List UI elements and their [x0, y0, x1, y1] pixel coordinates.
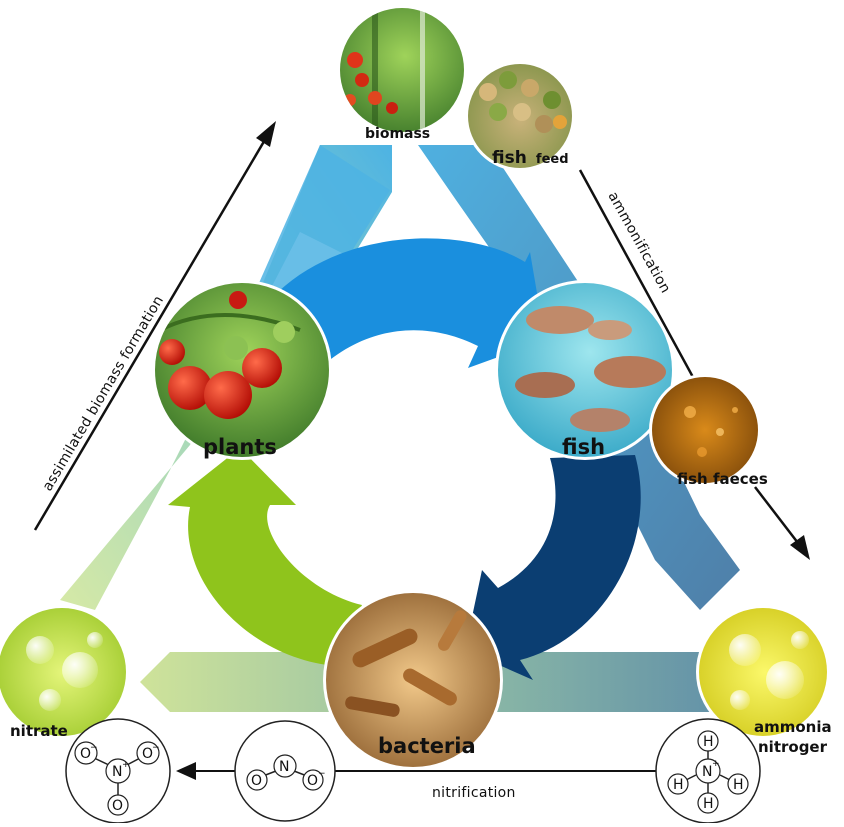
fish-feed-label-fish: fish — [492, 148, 527, 168]
ammonium-h2-atom: H — [673, 777, 684, 793]
nitrate-o1-atom: O — [80, 746, 91, 762]
nitrite-molecule-icon: N O O − — [234, 720, 336, 822]
arrow-plants-to-fish — [278, 238, 545, 370]
plants-label: plants — [203, 435, 277, 459]
ammonium-h1-atom: H — [703, 734, 714, 750]
nitrate-o2-charge: − — [152, 743, 160, 753]
biomass-photo — [338, 6, 466, 134]
nitrate-o2-atom: O — [142, 746, 153, 762]
assimilation-label: assimilated biomass formation — [40, 293, 167, 494]
nitrate-label: nitrate — [10, 722, 68, 740]
nitrite-o2-atom: O — [307, 773, 318, 789]
ammonification-arrow — [578, 169, 810, 560]
nitrate-photo — [0, 605, 129, 739]
fish-faeces-label: fish faeces — [677, 470, 768, 488]
fish-feed-label-feed: feed — [536, 152, 569, 167]
ammonia-photo — [696, 605, 830, 739]
nitrite-n-atom: N — [279, 759, 289, 775]
bacteria-photo — [323, 590, 503, 770]
fish-faeces-photo — [649, 374, 761, 486]
biomass-label: biomass — [365, 126, 430, 142]
fish-feed-label: fish feed — [492, 148, 569, 168]
triangle-band-left — [60, 145, 392, 610]
fish-feed-photo — [465, 61, 575, 171]
nitrate-n-charge: + — [122, 760, 130, 770]
ammonia-label-line2: nitroger — [758, 738, 828, 756]
nitrification-arrow — [176, 762, 660, 780]
ammonium-h3-atom: H — [733, 777, 744, 793]
nitrite-o1-atom: O — [251, 773, 262, 789]
ammonium-n-atom: N — [702, 764, 712, 780]
arrow-fish-to-bacteria — [465, 455, 641, 680]
plants-photo — [152, 280, 332, 460]
ammonium-h4-atom: H — [703, 796, 714, 812]
nitrate-n-atom: N — [112, 764, 122, 780]
nitrate-o3-atom: O — [112, 798, 123, 814]
fish-photo — [495, 280, 675, 460]
ammonium-molecule-icon: N + H H H H — [655, 718, 761, 824]
nitrate-o1-charge: − — [90, 743, 98, 753]
nitrite-o2-charge: − — [318, 769, 326, 779]
ammonia-label-line1: ammonia — [754, 718, 832, 736]
fish-label: fish — [562, 435, 605, 459]
arrow-bacteria-to-plants — [168, 448, 362, 666]
ammonium-n-charge: + — [712, 759, 720, 769]
nitrification-label: nitrification — [432, 785, 516, 801]
nitrate-molecule-icon: N + O − O − O — [65, 718, 171, 824]
bacteria-label: bacteria — [378, 734, 476, 758]
assimilation-arrow — [33, 121, 276, 531]
